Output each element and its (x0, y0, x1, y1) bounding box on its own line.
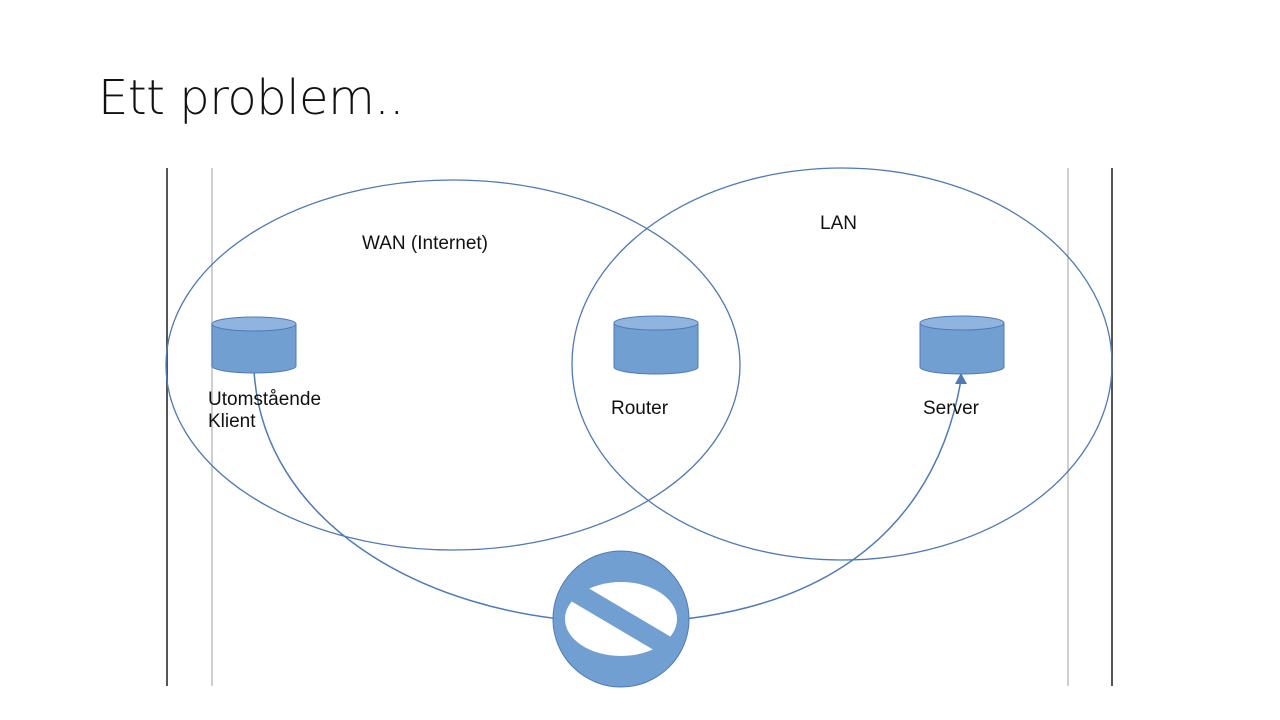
router-label: Router (611, 398, 669, 419)
no-entry-icon (552, 550, 690, 688)
lan-zone (571, 167, 1113, 561)
server-node (919, 315, 1005, 375)
arrow-head (955, 373, 967, 384)
client-node (211, 316, 297, 374)
router-node (613, 315, 699, 375)
client-label-line2: Klient (208, 411, 256, 432)
server-label: Server (923, 398, 980, 419)
lan-label: LAN (820, 213, 857, 234)
wan-zone (165, 179, 741, 551)
client-label-line1: Utomstående (208, 389, 321, 410)
slide-title: Ett problem.. (98, 70, 404, 126)
wan-label: WAN (Internet) (362, 233, 488, 254)
